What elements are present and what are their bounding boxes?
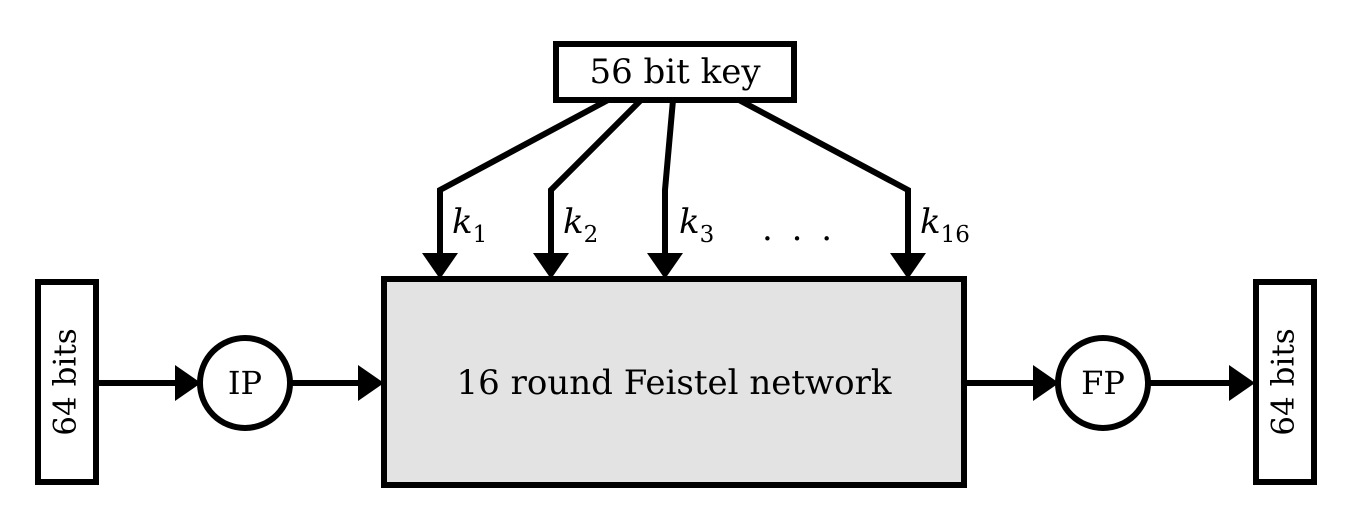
output-box-label: 64 bits (1266, 328, 1302, 435)
edge-input-to-ip (96, 365, 201, 401)
round-key-base-3: k (679, 202, 700, 242)
output-box[interactable] (1253, 279, 1317, 485)
final-permutation-group[interactable]: FP (1055, 335, 1151, 431)
round-key-arrowhead-1 (422, 253, 458, 279)
edge-ip-to-feistel-arrowhead (358, 365, 384, 401)
round-key-sub-16: 16 (941, 222, 970, 248)
input-box[interactable] (35, 279, 99, 485)
round-key-base-1: k (452, 202, 473, 242)
feistel-box[interactable] (381, 276, 967, 488)
key-box-label: 56 bit key (589, 52, 761, 92)
round-key-arrowhead-3 (647, 253, 683, 279)
feistel-box-group[interactable]: 16 round Feistel network (381, 276, 967, 488)
final-permutation-label: FP (1081, 364, 1125, 402)
edge-feistel-to-fp-arrowhead (1033, 365, 1059, 401)
initial-permutation-label: IP (228, 364, 262, 402)
input-box-label: 64 bits (48, 328, 84, 435)
round-key-sub-3: 3 (700, 222, 715, 248)
round-key-arrowhead-2 (533, 253, 569, 279)
round-key-label-16: k16 (920, 202, 970, 248)
edge-input-to-ip-arrowhead (175, 365, 201, 401)
key-box[interactable] (553, 41, 797, 103)
initial-permutation-group[interactable]: IP (197, 335, 293, 431)
round-key-line-16 (737, 97, 911, 258)
round-key-label-3: k3 (679, 202, 714, 248)
round-key-ellipsis: . . . (762, 209, 836, 249)
edge-ip-to-feistel (288, 365, 384, 401)
round-key-label-2: k2 (563, 202, 598, 248)
round-key-sub-2: 2 (584, 222, 599, 248)
edge-fp-to-output-arrowhead (1229, 365, 1255, 401)
round-key-line-1 (437, 97, 610, 258)
feistel-box-label: 16 round Feistel network (457, 363, 892, 403)
key-box-group[interactable]: 56 bit key (553, 41, 797, 103)
edge-feistel-to-fp (964, 365, 1059, 401)
round-key-lines-group (437, 97, 911, 258)
round-key-line-2 (548, 97, 644, 258)
round-key-label-1: k1 (452, 202, 487, 248)
round-key-arrowheads-group (422, 253, 926, 279)
round-key-sub-1: 1 (473, 222, 488, 248)
round-key-base-16: k (920, 202, 941, 242)
edge-fp-to-output (1146, 365, 1255, 401)
round-key-base-2: k (563, 202, 584, 242)
input-box-group[interactable]: 64 bits (35, 279, 99, 485)
output-box-group[interactable]: 64 bits (1253, 279, 1317, 485)
round-key-line-3 (662, 99, 676, 258)
round-key-arrowhead-16 (890, 253, 926, 279)
round-key-labels-group: k1 k2 k3 k16 . . . (452, 202, 970, 249)
